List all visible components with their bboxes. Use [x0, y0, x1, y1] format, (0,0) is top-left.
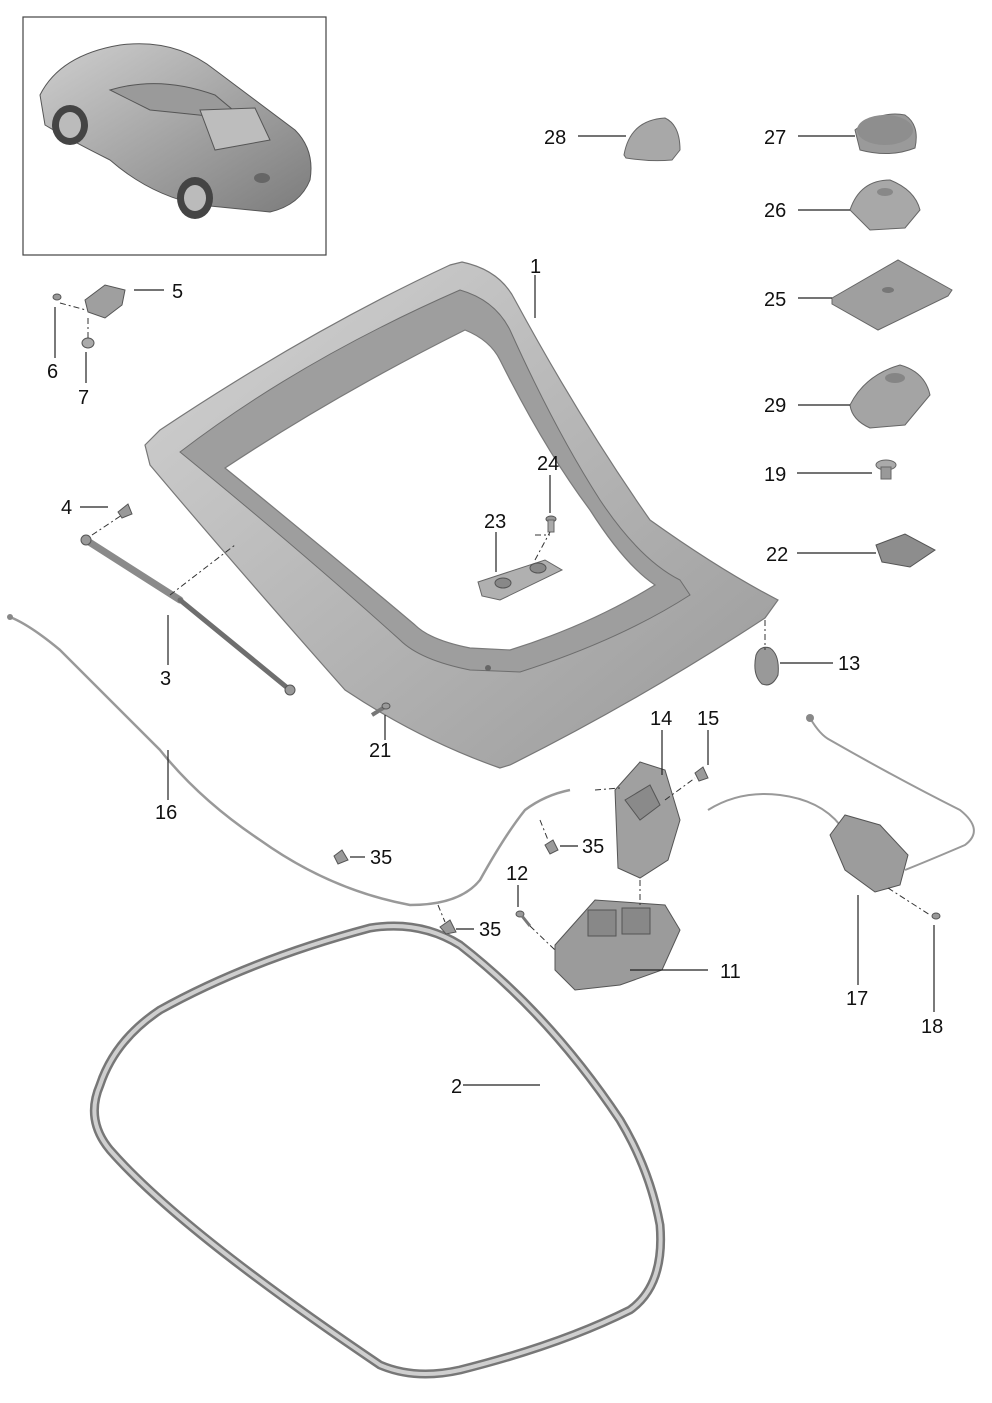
label-6: 6	[47, 361, 58, 383]
nut-part-7	[81, 337, 95, 349]
clip-part-35b	[544, 839, 559, 855]
lock-part-11	[554, 899, 681, 991]
label-18: 18	[921, 1016, 943, 1038]
leader-lines	[54, 135, 935, 1086]
label-12: 12	[506, 863, 528, 885]
label-19: 19	[764, 464, 786, 486]
screw-part-24	[545, 515, 557, 533]
wiring-harness	[707, 714, 975, 871]
label-15: 15	[697, 708, 719, 730]
label-35-c: 35	[479, 919, 501, 941]
buffer-part-26	[849, 179, 921, 231]
label-1: 1	[530, 256, 541, 278]
label-24: 24	[537, 453, 559, 475]
rear-lid-part	[144, 261, 779, 769]
cap-part-27	[854, 113, 917, 154]
clip-part-35c	[439, 919, 457, 935]
clip-part-19	[875, 459, 897, 480]
label-3: 3	[160, 668, 171, 690]
label-17: 17	[846, 988, 868, 1010]
label-14: 14	[650, 708, 672, 730]
label-16: 16	[155, 802, 177, 824]
label-23: 23	[484, 511, 506, 533]
switch-part-13	[754, 646, 779, 686]
label-11: 11	[720, 961, 741, 983]
vehicle-thumbnail	[22, 16, 327, 256]
pad-part-25	[831, 259, 953, 331]
seal-part	[89, 921, 666, 1379]
latch-part-14	[614, 761, 681, 879]
actuator-part-17	[829, 814, 909, 893]
bracket-part-5	[84, 284, 126, 319]
part-labels: 1 2 3 4 5 6 7 11 12 13 14 15 16 17 18 19…	[47, 127, 943, 1098]
gas-strut-part	[80, 534, 296, 696]
buffer-part-28	[623, 117, 681, 162]
label-21: 21	[369, 740, 391, 762]
label-28: 28	[544, 127, 566, 149]
label-27: 27	[764, 127, 786, 149]
label-26: 26	[764, 200, 786, 222]
label-13: 13	[838, 653, 860, 675]
bolt-part-21	[370, 702, 391, 717]
label-4: 4	[61, 497, 72, 519]
label-35-b: 35	[582, 836, 604, 858]
buffer-part-29	[849, 364, 931, 429]
clip-part-4	[117, 503, 133, 519]
label-22: 22	[766, 544, 788, 566]
screw-part-6	[52, 293, 62, 301]
pad-part-22	[875, 533, 936, 568]
cable-part-16	[7, 614, 571, 907]
label-5: 5	[172, 281, 183, 303]
label-29: 29	[764, 395, 786, 417]
screw-part-12	[515, 910, 532, 927]
striker-plate-part	[477, 559, 564, 601]
clip-part-15	[694, 766, 709, 782]
label-35-a: 35	[370, 847, 392, 869]
clip-part-35a	[333, 849, 349, 865]
screw-part-18	[931, 912, 941, 920]
label-2: 2	[451, 1076, 462, 1098]
label-7: 7	[78, 387, 89, 409]
label-25: 25	[764, 289, 786, 311]
